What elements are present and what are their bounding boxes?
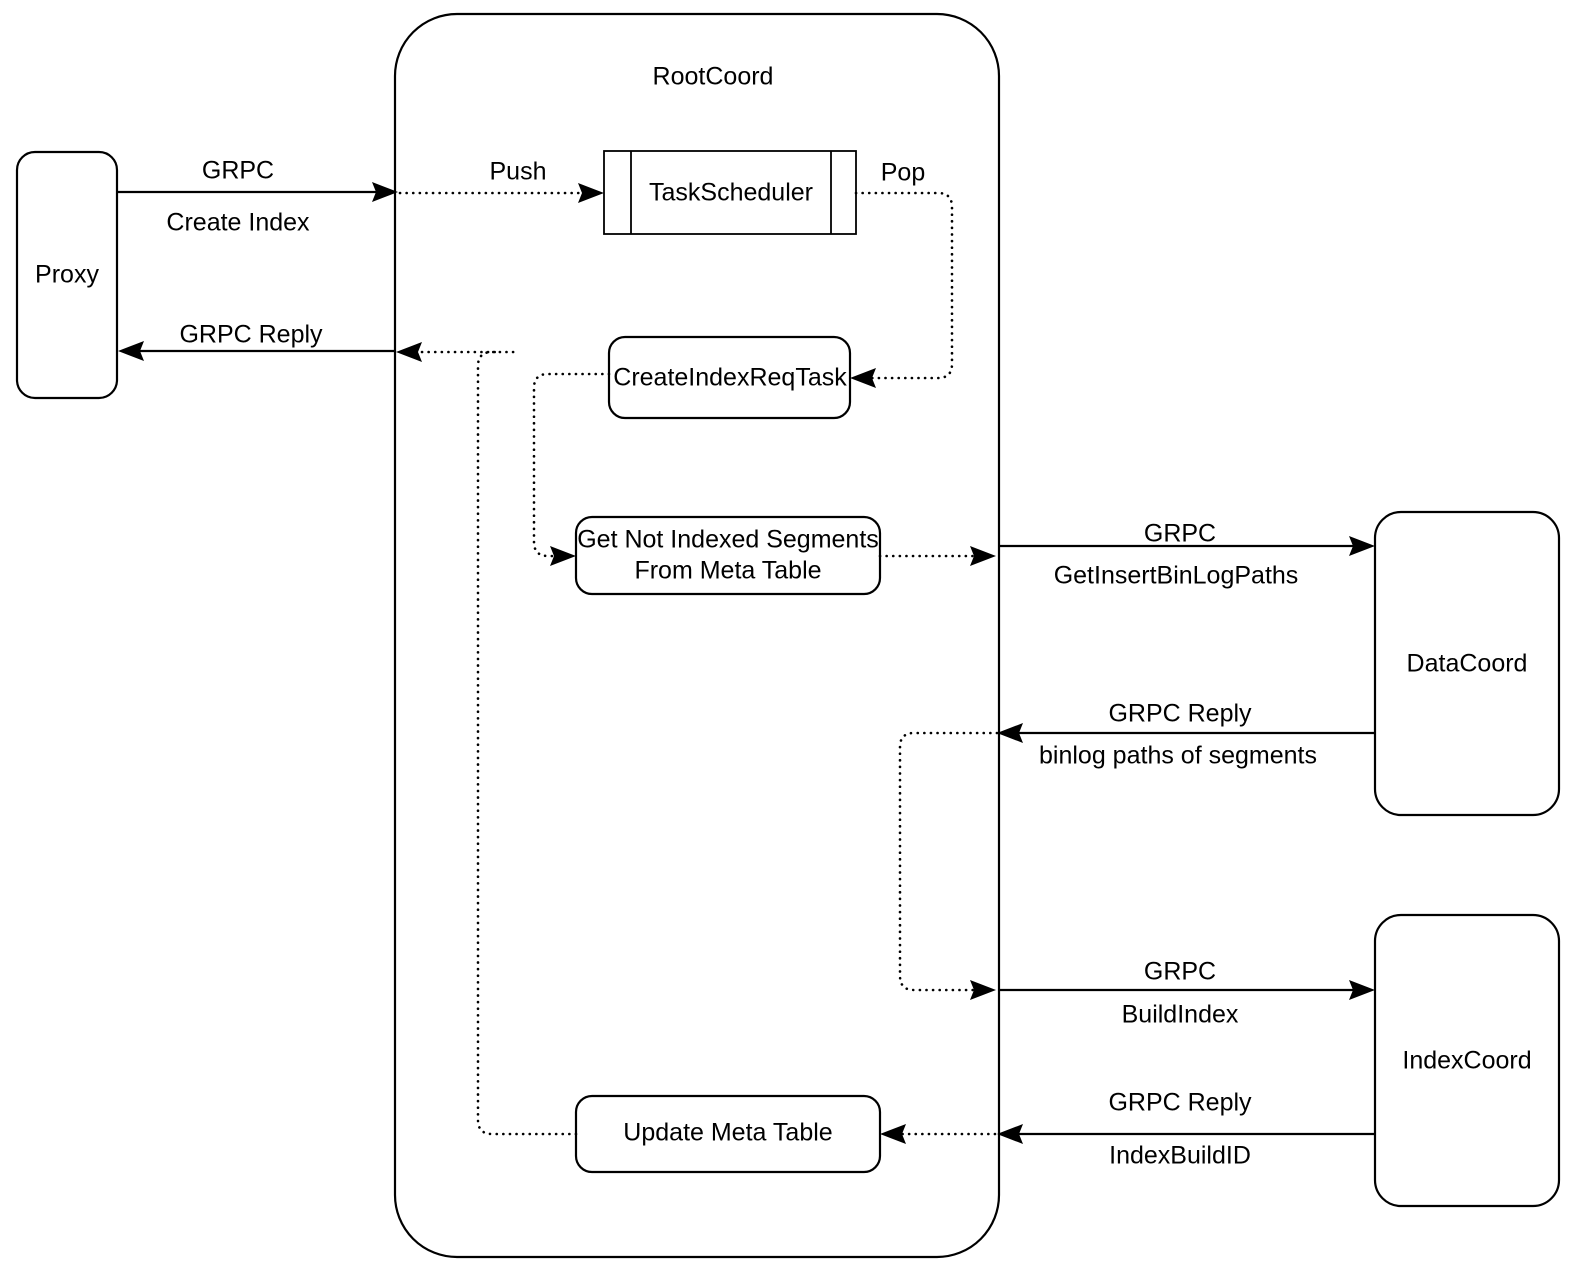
rootcoord-container-shape: [393, 12, 1001, 1259]
edge-binlog-to-buildindex-route-line: [898, 731, 999, 992]
node-proxy[interactable]: Proxy: [15, 150, 119, 400]
edge-indexcoord-to-rootcoord-label-line1: GRPC Reply: [1108, 1089, 1252, 1117]
data-coord-label: DataCoord: [1407, 650, 1528, 678]
edge-binlog-to-buildindex-route: [898, 731, 999, 1000]
edge-rootcoord-to-datacoord: GRPC GetInsertBinLogPaths: [999, 520, 1375, 590]
edge-indexcoord-to-rootcoord-arrowhead: [997, 1124, 1023, 1144]
node-data-coord[interactable]: DataCoord: [1373, 510, 1561, 817]
edge-task-to-get-segments-line: [532, 372, 611, 558]
edge-update-meta-table-to-reply-arrowhead: [396, 342, 422, 362]
edge-pop-label: Pop: [881, 159, 925, 187]
index-coord-label: IndexCoord: [1402, 1047, 1531, 1075]
edge-rootcoord-to-indexcoord-label-line2: BuildIndex: [1122, 1001, 1239, 1029]
edge-rootcoord-to-proxy-arrowhead: [118, 341, 144, 361]
edge-push-arrowhead: [578, 183, 604, 203]
node-task-scheduler[interactable]: TaskScheduler: [603, 150, 857, 235]
update-meta-table-label: Update Meta Table: [623, 1119, 832, 1147]
node-update-meta-table[interactable]: Update Meta Table: [574, 1094, 882, 1174]
node-index-coord[interactable]: IndexCoord: [1373, 913, 1561, 1208]
get-not-indexed-segments-label-line2: From Meta Table: [634, 557, 821, 585]
edge-proxy-to-rootcoord-label-line1: GRPC: [202, 157, 274, 185]
create-index-req-task-label: CreateIndexReqTask: [613, 364, 847, 392]
edge-get-segments-to-boundary: [878, 546, 996, 566]
edge-datacoord-to-rootcoord-label-line2: binlog paths of segments: [1039, 742, 1317, 770]
data-coord-shape: [1373, 510, 1561, 817]
edge-task-to-get-segments: [532, 372, 611, 566]
rootcoord-container[interactable]: RootCoord: [393, 12, 1001, 1259]
edge-rootcoord-to-indexcoord-arrowhead: [1349, 980, 1375, 1000]
edge-pop-arrowhead: [850, 368, 876, 388]
edge-rootcoord-to-datacoord-label-line2: GetInsertBinLogPaths: [1054, 562, 1299, 590]
edge-push: Push: [398, 158, 604, 203]
edge-indexcoord-to-rootcoord: GRPC Reply IndexBuildID: [997, 1089, 1375, 1170]
proxy-label: Proxy: [35, 261, 99, 289]
rootcoord-container-label: RootCoord: [653, 63, 774, 91]
edge-rootcoord-to-indexcoord: GRPC BuildIndex: [999, 958, 1375, 1029]
edge-binlog-to-buildindex-route-arrowhead: [970, 980, 996, 1000]
edge-rootcoord-to-datacoord-label-line1: GRPC: [1144, 520, 1216, 548]
edge-pop-line: [854, 191, 954, 380]
edge-datacoord-to-rootcoord-label-line1: GRPC Reply: [1108, 700, 1252, 728]
edge-boundary-to-update-meta-table: [880, 1124, 997, 1144]
create-index-req-task-shape: [607, 335, 852, 420]
edge-pop: Pop: [850, 159, 954, 388]
edge-get-segments-to-boundary-arrowhead: [970, 546, 996, 566]
edge-datacoord-to-rootcoord: GRPC Reply binlog paths of segments: [997, 700, 1375, 770]
edge-indexcoord-to-rootcoord-label-line2: IndexBuildID: [1109, 1142, 1251, 1170]
edge-proxy-to-rootcoord-arrowhead: [372, 182, 398, 202]
edge-rootcoord-to-proxy: GRPC Reply: [118, 321, 396, 361]
edge-proxy-to-rootcoord-label-line2: Create Index: [166, 209, 310, 237]
edge-proxy-to-rootcoord: GRPC Create Index: [117, 157, 398, 237]
edge-update-meta-table-to-reply: [396, 342, 578, 1136]
node-get-not-indexed-segments[interactable]: Get Not Indexed Segments From Meta Table: [574, 515, 882, 596]
edge-boundary-to-update-meta-table-arrowhead: [880, 1124, 906, 1144]
node-create-index-req-task[interactable]: CreateIndexReqTask: [607, 335, 852, 420]
edge-rootcoord-to-datacoord-arrowhead: [1349, 536, 1375, 556]
edge-rootcoord-to-proxy-label-line1: GRPC Reply: [179, 321, 323, 349]
edge-rootcoord-to-indexcoord-label-line1: GRPC: [1144, 958, 1216, 986]
edge-datacoord-to-rootcoord-arrowhead: [997, 723, 1023, 743]
task-scheduler-label: TaskScheduler: [649, 179, 813, 207]
edge-push-label: Push: [490, 158, 547, 186]
proxy-shape: [15, 150, 119, 400]
get-not-indexed-segments-label-line1: Get Not Indexed Segments: [577, 526, 879, 554]
edge-task-to-get-segments-arrowhead: [550, 546, 576, 566]
index-coord-shape: [1373, 913, 1561, 1208]
edge-update-meta-table-to-reply-line: [476, 350, 578, 1136]
